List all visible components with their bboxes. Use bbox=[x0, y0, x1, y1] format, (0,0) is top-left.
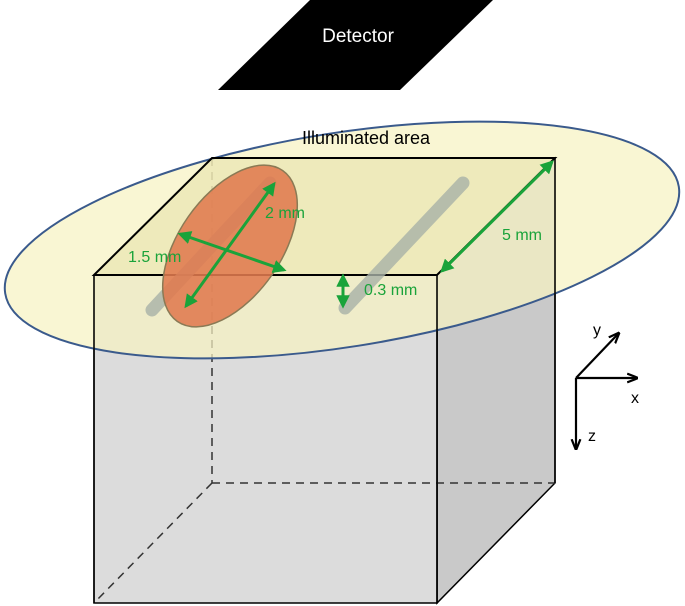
hidden-edge-diagonal bbox=[93, 482, 213, 604]
detector-shape bbox=[218, 0, 493, 90]
arrow-1-5mm bbox=[177, 231, 287, 273]
detector: Detector bbox=[218, 0, 493, 90]
axis-x-label: x bbox=[631, 390, 639, 407]
label-0-3mm: 0.3 mm bbox=[364, 282, 417, 299]
coordinate-axes: y x z bbox=[576, 322, 639, 448]
sample-box bbox=[93, 156, 556, 605]
arrow-5mm bbox=[440, 160, 554, 273]
detector-label: Detector bbox=[322, 26, 394, 47]
axis-z-label: z bbox=[588, 428, 596, 445]
label-1-5mm: 1.5 mm bbox=[128, 249, 181, 266]
label-2mm: 2 mm bbox=[265, 205, 305, 222]
axis-y-label: y bbox=[593, 322, 601, 339]
dimension-arrows bbox=[177, 160, 554, 309]
illuminated-area-label: Illuminated area bbox=[302, 128, 431, 148]
label-5mm: 5 mm bbox=[502, 227, 542, 244]
axis-y-arrow bbox=[575, 334, 618, 379]
